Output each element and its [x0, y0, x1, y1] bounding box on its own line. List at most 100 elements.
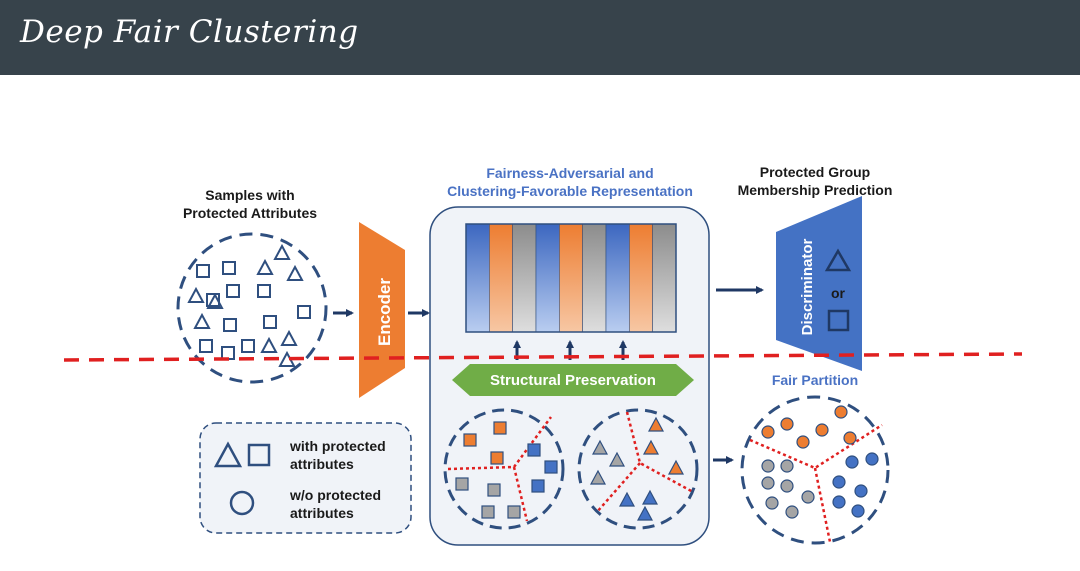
sample-triangle — [206, 292, 224, 309]
sample-triangle — [256, 258, 274, 275]
legend-square-icon — [247, 443, 271, 467]
cluster-triangle — [591, 439, 609, 455]
representation-bar-gray — [512, 223, 537, 333]
sample-square — [263, 315, 277, 329]
sample-square — [241, 339, 255, 353]
sample-triangle — [187, 286, 205, 303]
sample-square — [199, 339, 213, 353]
partition-dot — [834, 405, 848, 419]
representation-bar-blue — [605, 223, 630, 333]
partition-dot — [761, 425, 775, 439]
structural-preservation-shape — [452, 364, 694, 396]
partition-dot — [815, 423, 829, 437]
partition-dot — [843, 431, 857, 445]
representation-bar-gray — [652, 223, 677, 333]
cluster-left-dividers — [447, 416, 553, 522]
sample-square — [297, 305, 311, 319]
discriminator-block — [776, 196, 862, 371]
partition-dot — [780, 479, 794, 493]
cluster-triangle — [608, 451, 626, 467]
cluster-shapes — [455, 416, 685, 521]
partition-dot — [865, 452, 879, 466]
representation-bar-orange — [489, 223, 513, 333]
partition-dot — [832, 475, 846, 489]
sample-square — [196, 264, 210, 278]
structural-preservation-label: Structural Preservation — [490, 372, 656, 389]
cluster-square — [463, 433, 477, 447]
sample-triangle — [260, 336, 278, 353]
partition-dot — [845, 455, 859, 469]
legend-circle-icon — [229, 490, 255, 516]
cluster-circle-left — [443, 408, 565, 530]
fair-partition-circle — [740, 395, 890, 545]
partition-dot — [761, 459, 775, 473]
cluster-circle-right — [577, 408, 699, 530]
samples-circle — [176, 232, 328, 384]
sample-triangle — [286, 264, 304, 281]
sample-square — [257, 284, 271, 298]
partition-dot — [851, 504, 865, 518]
cluster-square — [507, 505, 521, 519]
legend-triangle-icon — [213, 441, 243, 468]
sample-square — [226, 284, 240, 298]
encoder-block — [359, 222, 405, 398]
partition-dot — [765, 496, 779, 510]
cluster-triangle — [636, 505, 654, 521]
sample-square — [206, 293, 220, 307]
cluster-square — [481, 505, 495, 519]
partition-dot — [832, 495, 846, 509]
cluster-square — [455, 477, 469, 491]
partition-dot — [796, 435, 810, 449]
fair-partition-dots — [761, 405, 879, 519]
cluster-square — [527, 443, 541, 457]
partition-dot — [801, 490, 815, 504]
cluster-triangle — [667, 459, 685, 475]
sample-square — [223, 318, 237, 332]
partition-dot — [854, 484, 868, 498]
representation-bar-orange — [629, 223, 653, 333]
encoder-label: Encoder — [375, 278, 394, 346]
representation-bars — [465, 223, 677, 333]
cluster-triangle — [647, 416, 665, 432]
cluster-right-dividers — [596, 411, 694, 513]
sample-square — [221, 346, 235, 360]
discriminator-label: Discriminator — [799, 238, 816, 335]
or-label: or — [831, 285, 846, 301]
partition-dot — [785, 505, 799, 519]
representation-bar-blue — [465, 223, 490, 333]
cluster-square — [493, 421, 507, 435]
sample-triangle — [193, 312, 211, 329]
triangle-icon — [824, 248, 852, 272]
representation-bar-gray — [582, 223, 607, 333]
sample-triangle — [273, 243, 291, 260]
cluster-triangle — [589, 469, 607, 485]
sample-triangle — [280, 329, 298, 346]
cluster-triangle — [641, 489, 659, 505]
partition-dot — [780, 417, 794, 431]
cluster-triangle — [618, 491, 636, 507]
cluster-square — [544, 460, 558, 474]
partition-dot — [761, 476, 775, 490]
representation-bars-frame — [465, 223, 677, 333]
header-bar: Deep Fair Clustering — [0, 0, 1080, 75]
cluster-square — [531, 479, 545, 493]
sample-square — [222, 261, 236, 275]
representation-bar-blue — [535, 223, 560, 333]
cluster-square — [490, 451, 504, 465]
fair-partition-label: Fair Partition — [771, 372, 859, 388]
cluster-square — [487, 483, 501, 497]
partition-dot — [780, 459, 794, 473]
sample-shapes — [187, 243, 311, 367]
representation-bar-orange — [559, 223, 583, 333]
page-title: Deep Fair Clustering — [20, 14, 359, 50]
fair-partition-dividers — [749, 423, 883, 543]
cluster-triangle — [642, 439, 660, 455]
red-dashed-separator — [63, 352, 1023, 362]
square-icon — [827, 309, 850, 332]
